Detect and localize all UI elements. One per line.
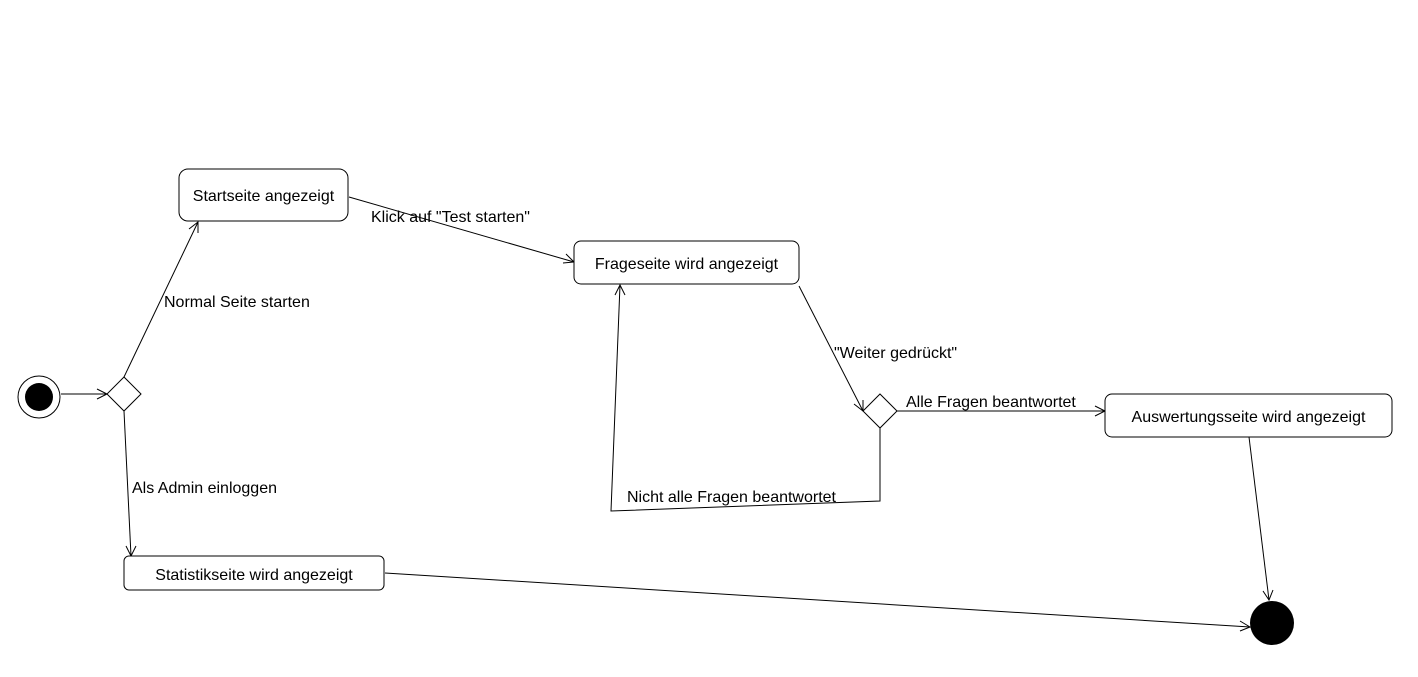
- state-question-page: Frageseite wird angezeigt: [573, 240, 800, 285]
- state-statistics-page: Statistikseite wird angezeigt: [123, 555, 385, 591]
- label-click-start-test: Klick auf "Test starten": [371, 209, 530, 226]
- label-not-all-answered: Nicht alle Fragen beantwortet: [627, 489, 837, 506]
- final-node: [1250, 601, 1294, 645]
- label-admin-login: Als Admin einloggen: [132, 480, 277, 497]
- edge-evaluation-to-final: [1248, 436, 1274, 602]
- state-start-page: Startseite angezeigt: [178, 168, 349, 222]
- state-evaluation-page: Auswertungsseite wird angezeigt: [1104, 393, 1393, 438]
- label-normal-start: Normal Seite starten: [164, 294, 310, 311]
- decision-node-login: [106, 376, 142, 412]
- label-next-pressed: "Weiter gedrückt": [834, 345, 957, 362]
- edge-normal-start: [123, 220, 199, 378]
- edge-click-start-test: [348, 196, 576, 264]
- edge-statistics-to-final: [384, 572, 1252, 632]
- edge-initial-to-decision: [61, 388, 109, 400]
- decision-node-questions: [862, 393, 898, 429]
- edge-not-all-answered: [610, 283, 881, 512]
- state-start-page-label: Startseite angezeigt: [193, 188, 335, 205]
- label-all-answered: Alle Fragen beantwortet: [906, 394, 1076, 411]
- initial-node: [17, 375, 61, 419]
- state-statistics-page-label: Statistikseite wird angezeigt: [155, 567, 353, 584]
- state-question-page-label: Frageseite wird angezeigt: [595, 256, 779, 273]
- state-evaluation-page-label: Auswertungsseite wird angezeigt: [1132, 409, 1366, 426]
